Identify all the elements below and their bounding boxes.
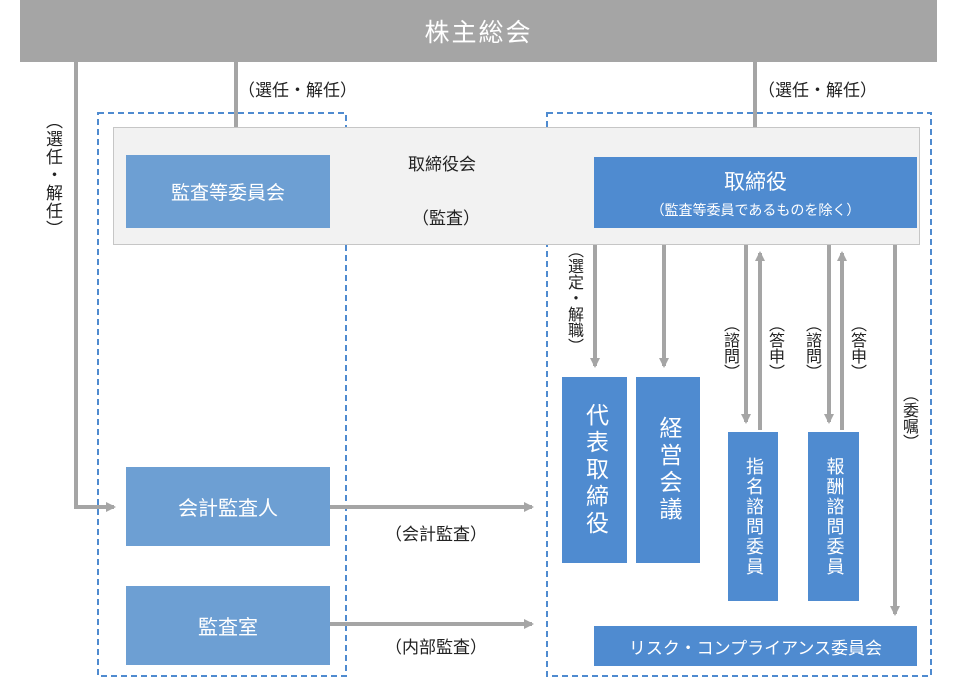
representative-director-box: 代表取締役	[562, 377, 627, 563]
internal-audit-label: （内部監査）	[385, 638, 487, 658]
shareholders-meeting-bar: 株主総会	[20, 0, 937, 62]
consult-label-1: （諮問）	[721, 316, 740, 380]
answer-label-1: （答申）	[766, 316, 785, 380]
audit-office-box: 監査室	[126, 586, 330, 665]
audit-office-label: 監査室	[198, 615, 258, 639]
accounting-auditor-label: 会計監査人	[178, 496, 278, 520]
risk-compliance-committee-label: リスク・コンプライアンス委員会	[628, 638, 883, 659]
entrust-label: （委嘱）	[900, 386, 919, 450]
management-meeting-box: 経営会議	[636, 377, 700, 563]
consult-label-2: （諮問）	[803, 316, 822, 380]
management-meeting-label: 経営会議	[655, 416, 681, 524]
audit-committee-box: 監査等委員会	[126, 155, 330, 228]
elect-vertical-label: （選任・解任）	[42, 112, 62, 238]
audit-committee-label: 監査等委員会	[170, 182, 285, 204]
directors-box: 取締役 （監査等委員であるものを除く）	[594, 157, 917, 228]
answer-label-2: （答申）	[848, 316, 867, 380]
compensation-committee-box: 報酬諮問委員	[808, 432, 859, 601]
nomination-committee-box: 指名諮問委員	[728, 432, 778, 601]
representative-director-label: 代表取締役	[581, 402, 608, 538]
audit-side-region	[97, 112, 347, 677]
elect-right-label: （選任・解任）	[758, 81, 877, 101]
nomination-committee-label: 指名諮問委員	[743, 456, 764, 577]
appoint-label: （選定・解職）	[565, 242, 584, 354]
execution-side-region	[546, 112, 932, 677]
directors-sublabel: （監査等委員であるものを除く）	[650, 202, 861, 219]
compensation-committee-label: 報酬諮問委員	[823, 456, 845, 577]
risk-compliance-committee-box: リスク・コンプライアンス委員会	[594, 626, 917, 666]
accounting-audit-label: （会計監査）	[385, 525, 487, 545]
board-label: 取締役会	[408, 155, 476, 175]
elect-line-accounting	[74, 62, 116, 512]
shareholders-meeting-title: 株主総会	[424, 18, 533, 47]
elect-left-label: （選任・解任）	[238, 81, 357, 101]
directors-label: 取締役	[724, 169, 787, 194]
accounting-auditor-box: 会計監査人	[126, 467, 330, 546]
audit-label: （監査）	[412, 209, 480, 229]
